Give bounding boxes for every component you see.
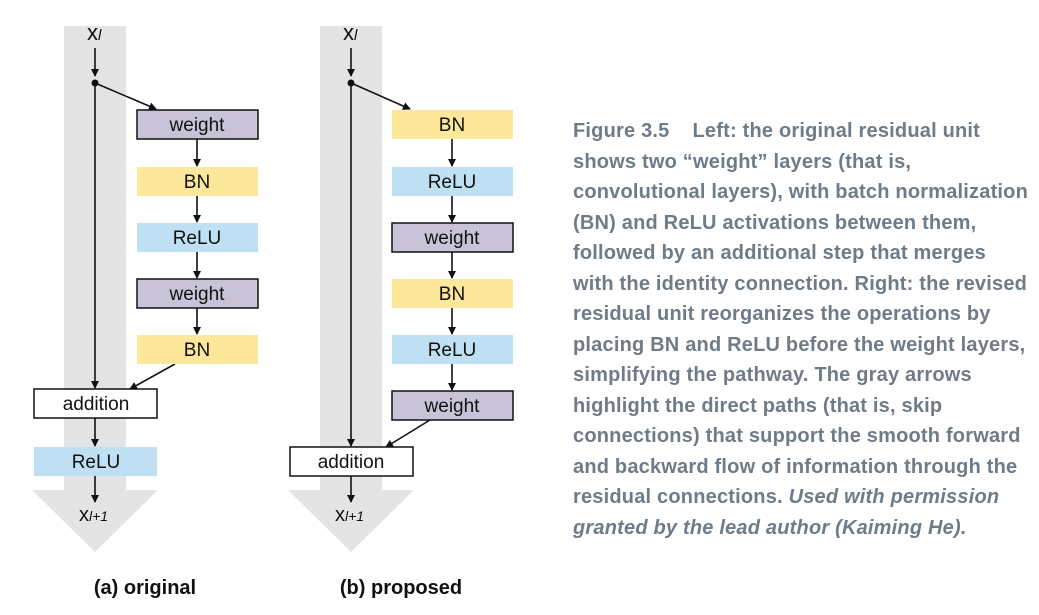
left-edge-bn-addition	[129, 363, 176, 390]
right-node-weight-1-text: weight	[424, 228, 481, 249]
figure-caption-label: Figure 3.5	[573, 120, 670, 142]
right-node-relu-1: ReLU	[392, 167, 513, 196]
right-node-bn-1: BN	[392, 110, 513, 139]
right-edge-split-bn	[350, 82, 411, 110]
left-edges	[91, 48, 201, 503]
right-node-weight-2-text: weight	[424, 396, 481, 417]
figure-caption-text: Left: the original residual unit shows t…	[573, 120, 1029, 508]
right-node-weight-1: weight	[391, 222, 514, 253]
left-node-relu-post-text: ReLU	[72, 452, 121, 473]
left-node-bn-2: BN	[137, 335, 258, 364]
left-node-bn-1-text: BN	[184, 172, 210, 193]
residual-unit-diagram: xl weight BN ReLU weight BN addition	[32, 20, 514, 599]
left-node-weight-2-text: weight	[169, 284, 226, 305]
right-node-relu-2: ReLU	[392, 335, 513, 364]
right-node-addition: addition	[289, 446, 414, 477]
right-edges	[347, 48, 456, 503]
right-node-relu-2-text: ReLU	[428, 340, 477, 361]
left-node-weight-1-text: weight	[169, 115, 226, 136]
figure-caption-credit: Used with permission granted by the lead…	[573, 486, 1000, 539]
right-node-bn-1-text: BN	[439, 115, 465, 136]
left-edge-split-weight	[94, 82, 157, 110]
left-node-bn-2-text: BN	[184, 340, 210, 361]
left-node-relu-1-text: ReLU	[173, 228, 222, 249]
left-panel-label: (a) original	[94, 577, 196, 599]
right-node-bn-2: BN	[392, 279, 513, 308]
left-output-label: xl+1	[79, 504, 108, 526]
right-node-addition-text: addition	[318, 452, 385, 473]
left-node-addition: addition	[33, 388, 158, 419]
left-node-weight-2: weight	[136, 278, 259, 309]
left-node-addition-text: addition	[63, 394, 130, 415]
left-node-relu-post: ReLU	[34, 447, 157, 476]
left-node-relu-1: ReLU	[137, 223, 258, 252]
right-input-label: xl	[343, 20, 358, 45]
right-output-label: xl+1	[335, 504, 364, 526]
right-edge-weight2-addition	[385, 419, 431, 448]
left-input-label: xl	[87, 20, 102, 45]
left-node-bn-1: BN	[137, 167, 258, 196]
left-node-weight-1: weight	[136, 109, 259, 140]
right-node-weight-2: weight	[391, 390, 514, 421]
figure-caption: Figure 3.5 Left: the original residual u…	[573, 116, 1028, 543]
right-panel-label: (b) proposed	[340, 577, 462, 599]
right-node-bn-2-text: BN	[439, 284, 465, 305]
right-node-relu-1-text: ReLU	[428, 172, 477, 193]
